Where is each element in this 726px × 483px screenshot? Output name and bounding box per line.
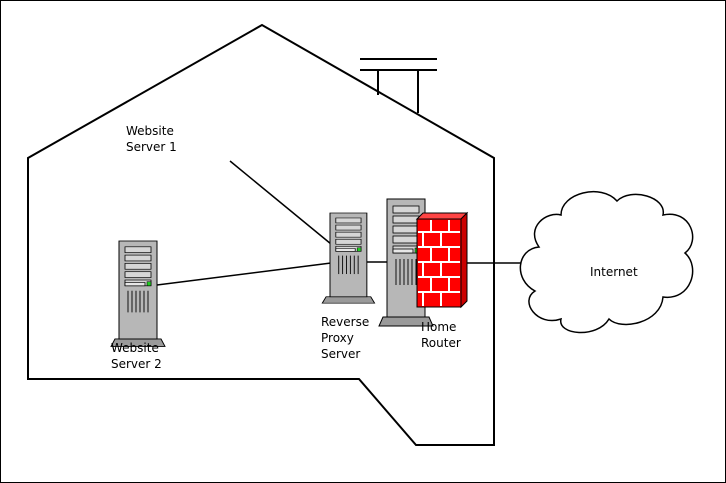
server-icon xyxy=(110,240,166,347)
label-line: Website xyxy=(126,124,174,138)
chimney xyxy=(360,58,437,113)
label-website-server-1: Website Server 1 xyxy=(126,123,177,155)
label-internet: Internet xyxy=(590,264,638,280)
label-line: Router xyxy=(421,336,461,350)
house-outline xyxy=(27,23,495,446)
label-line: Home xyxy=(421,320,457,334)
label-website-server-2: Website Server 2 xyxy=(111,340,162,372)
cloud-icon xyxy=(519,191,694,334)
label-line: Server xyxy=(321,347,361,361)
firewall-icon xyxy=(415,211,469,309)
server-icon xyxy=(321,212,376,304)
label-reverse-proxy-server: Reverse Proxy Server xyxy=(321,314,369,362)
label-home-router: Home Router xyxy=(421,319,461,351)
label-line: Website xyxy=(111,341,159,355)
link-web2-proxy xyxy=(156,262,332,286)
label-line: Server 1 xyxy=(126,140,177,154)
label-line: Proxy xyxy=(321,331,354,345)
label-line: Internet xyxy=(590,265,638,279)
label-line: Server 2 xyxy=(111,357,162,371)
label-line: Reverse xyxy=(321,315,370,329)
link-web1-proxy xyxy=(229,160,332,245)
